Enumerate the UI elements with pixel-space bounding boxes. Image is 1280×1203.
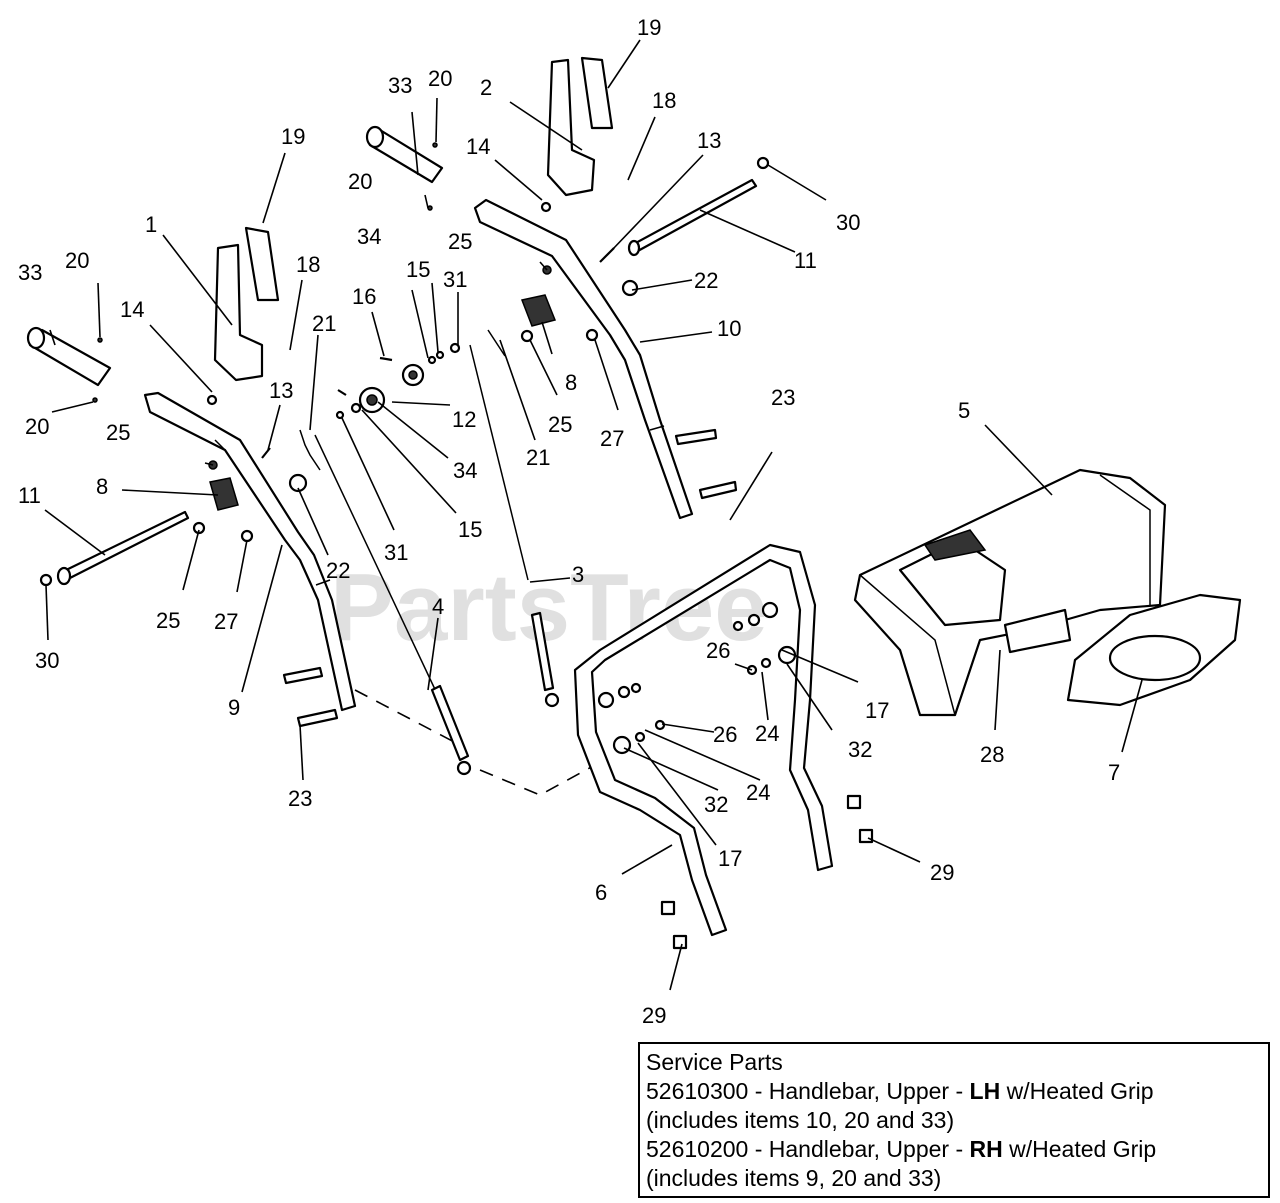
upper-handlebar-left (143, 391, 357, 712)
cable-left (299, 429, 472, 776)
callout-1: 1 (145, 212, 157, 237)
callout-19-right: 19 (637, 15, 661, 40)
callout-13-left: 13 (269, 378, 293, 403)
grip-left (26, 326, 112, 387)
bracket-right (546, 58, 596, 197)
callout-27-right: 27 (600, 426, 624, 451)
lower-handlebar (573, 543, 834, 937)
bracket-left (213, 243, 264, 382)
callout-9: 9 (228, 695, 240, 720)
callout-30-right: 30 (836, 210, 860, 235)
callout-20-left-bottom: 20 (25, 414, 49, 439)
service-parts-title: Service Parts (646, 1049, 783, 1075)
callout-20-right-top: 20 (428, 66, 452, 91)
callout-20-left-top: 20 (65, 248, 89, 273)
callout-18-right: 18 (652, 88, 676, 113)
callout-8-right: 8 (565, 370, 577, 395)
center-hardware (335, 329, 506, 420)
callout-5: 5 (958, 398, 970, 423)
upper-handlebar-right (473, 198, 694, 520)
callout-33-left: 33 (18, 260, 42, 285)
callout-6: 6 (595, 880, 607, 905)
dash-panel (1003, 593, 1242, 707)
service-part-line: 52610300 - Handlebar, Upper - LH w/Heate… (646, 1077, 1268, 1106)
callout-31-top: 31 (443, 267, 467, 292)
callout-22-left: 22 (326, 558, 350, 583)
callout-7: 7 (1108, 760, 1120, 785)
callout-29-bottom: 29 (642, 1003, 666, 1028)
callout-11-left: 11 (18, 483, 41, 508)
callout-33-right: 33 (388, 73, 412, 98)
callout-18-left: 18 (296, 252, 320, 277)
leader-lines (44, 39, 1143, 991)
service-part-line: 52610200 - Handlebar, Upper - RH w/Heate… (646, 1135, 1268, 1164)
part-description: - Handlebar, Upper - (748, 1136, 970, 1162)
callout-14-left: 14 (120, 297, 144, 322)
cover-right (580, 56, 614, 130)
part-description-suffix: w/Heated Grip (1002, 1136, 1157, 1162)
callout-8-left: 8 (96, 474, 108, 499)
control-housing (853, 468, 1167, 717)
callout-26-lower: 26 (713, 722, 737, 747)
callout-25-left-top: 25 (106, 420, 130, 445)
callout-32-lower: 32 (704, 792, 728, 817)
callout-29-right: 29 (930, 860, 954, 885)
callout-21-right: 21 (526, 445, 550, 470)
callout-27-left: 27 (214, 609, 238, 634)
callout-34-top: 34 (357, 224, 381, 249)
part-side: LH (969, 1078, 1001, 1104)
callout-11-right: 11 (794, 248, 817, 273)
callout-23-left: 23 (288, 786, 312, 811)
callout-15-top: 15 (406, 257, 430, 282)
callout-23-right: 23 (771, 385, 795, 410)
rod-left (56, 510, 190, 586)
callout-16: 16 (352, 284, 376, 309)
part-description-suffix: w/Heated Grip (1000, 1078, 1154, 1104)
switch-left (209, 477, 239, 511)
service-parts-box: Service Parts 52610300 - Handlebar, Uppe… (638, 1042, 1270, 1198)
callout-2: 2 (480, 75, 492, 100)
callout-20-center: 20 (348, 169, 372, 194)
callout-21-left: 21 (312, 311, 336, 336)
callout-25-right-top: 25 (448, 229, 472, 254)
callout-25-left-bottom: 25 (156, 608, 180, 633)
callout-30-left: 30 (35, 648, 59, 673)
callout-24-lower: 24 (746, 780, 770, 805)
callout-17-right: 17 (865, 698, 889, 723)
switch-right (520, 294, 557, 327)
callout-4: 4 (432, 594, 444, 619)
part-side: RH (969, 1136, 1003, 1162)
callout-3: 3 (572, 562, 584, 587)
callout-34-bottom: 34 (453, 458, 477, 483)
rod-right (627, 178, 758, 257)
callout-22-right: 22 (694, 268, 718, 293)
small-hardware-right (427, 142, 770, 500)
part-number: 52610300 (646, 1078, 749, 1104)
part-includes-note: (includes items 10, 20 and 33) (646, 1107, 955, 1133)
watermark: PartsTree (330, 554, 768, 661)
cable-right (469, 344, 560, 708)
callout-25-right-bottom: 25 (548, 412, 572, 437)
callout-31-bottom: 31 (384, 540, 408, 565)
callout-14-right: 14 (466, 134, 490, 159)
callout-labels: 1 2 3 4 5 6 7 8 8 9 10 11 11 12 13 13 14… (18, 15, 1120, 1028)
callout-19-left: 19 (281, 124, 305, 149)
part-number: 52610200 (646, 1136, 749, 1162)
callout-10: 10 (717, 316, 741, 341)
callout-15-bottom: 15 (458, 517, 482, 542)
part-description: - Handlebar, Upper - (748, 1078, 970, 1104)
callout-13-right: 13 (697, 128, 721, 153)
cover-left (244, 226, 280, 302)
callout-12: 12 (452, 407, 476, 432)
callout-17-left: 17 (718, 846, 742, 871)
part-includes-note: (includes items 9, 20 and 33) (646, 1165, 942, 1191)
grip-right (365, 125, 444, 184)
callout-28: 28 (980, 742, 1004, 767)
callout-24-upper: 24 (755, 721, 779, 746)
callout-26-upper: 26 (706, 638, 730, 663)
callout-32-upper: 32 (848, 737, 872, 762)
lower-handlebar-hardware (597, 601, 874, 950)
